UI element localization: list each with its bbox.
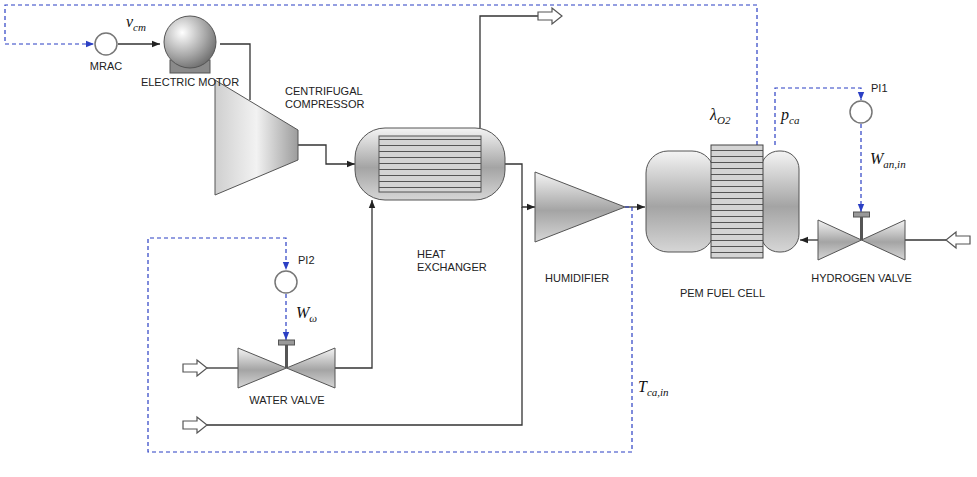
node-outline: [160, 14, 220, 74]
label-holder: λO2: [710, 106, 730, 129]
component-label: HEAT EXCHANGER: [417, 248, 505, 274]
node-outline: [535, 172, 625, 242]
humidifier-node: HUMIDIFIER: [535, 172, 625, 242]
component-label: PEM FUEL CELL: [645, 287, 800, 300]
node-outline: [94, 32, 118, 56]
exhaust-pipe: [480, 16, 538, 128]
pipe-lines: [207, 16, 946, 425]
motor-node: ELECTRIC MOTOR: [160, 14, 220, 74]
controller-circle: PI2: [274, 270, 298, 294]
controller-circle: [850, 101, 872, 123]
node-outline: [849, 100, 873, 124]
label-holder: HYDROGEN VALVE: [806, 272, 917, 285]
controller-circle: PI1: [849, 100, 873, 124]
label-holder: ELECTRIC MOTOR: [132, 76, 248, 89]
signal-line: [285, 294, 286, 340]
label-holder: WATER VALVE: [232, 394, 342, 407]
outlet-arrow: [538, 8, 562, 24]
heat-exchanger-symbol: [355, 128, 505, 200]
inlet-arrow: [946, 232, 970, 248]
component-label: MRAC: [80, 60, 132, 73]
signal-name: vcm: [126, 13, 146, 36]
fuel-cell-symbol: [646, 145, 799, 258]
motor-symbol: [164, 16, 216, 73]
component-label: CENTRIFUGAL COMPRESSOR: [285, 85, 390, 111]
node-outline: [645, 145, 800, 258]
signal-name: λO2: [710, 106, 730, 129]
label-holder: Tca,in: [638, 378, 669, 401]
air-bypass-pipe: [207, 207, 522, 425]
flow-line: [298, 145, 355, 164]
controller-circle: [95, 33, 117, 55]
water-inlet-pipe: [207, 367, 238, 368]
node-outline: [355, 128, 505, 200]
label-holder: PI1: [871, 82, 911, 95]
signal-line: [148, 207, 632, 452]
signal-name: Wan,in: [870, 150, 906, 173]
signal-line: [860, 124, 861, 212]
fuel-cell-node: PEM FUEL CELL: [645, 145, 800, 258]
flow-line: [800, 239, 818, 240]
label-holder: CENTRIFUGAL COMPRESSOR: [285, 85, 390, 111]
valve-symbol: [238, 340, 335, 388]
signal-line: [5, 5, 757, 145]
signal-name: Wω: [296, 304, 317, 327]
label-holder: MRAC: [80, 60, 132, 73]
flow-arrows: [183, 8, 970, 433]
label-holder: PI2: [298, 254, 338, 267]
controller-circle: [275, 271, 297, 293]
label-holder: HEAT EXCHANGER: [417, 248, 505, 274]
valve-node: WATER VALVE: [238, 340, 335, 388]
label-holder: vcm: [126, 13, 146, 36]
humidifier-symbol: [535, 172, 625, 242]
label-holder: HUMIDIFIER: [545, 272, 630, 285]
label-holder: Wan,in: [870, 150, 906, 173]
heat-exchanger-node: HEAT EXCHANGER: [355, 128, 505, 200]
component-label: HUMIDIFIER: [545, 272, 630, 285]
compressor-node: CENTRIFUGAL COMPRESSOR: [215, 80, 298, 195]
controller-circle: MRAC: [94, 32, 118, 56]
valve-node: HYDROGEN VALVE: [818, 212, 905, 260]
node-outline: [274, 270, 298, 294]
node-outline: [215, 80, 298, 195]
signal-name: pca: [781, 106, 799, 129]
label-holder: PEM FUEL CELL: [645, 287, 800, 300]
flow-line: [118, 43, 160, 44]
hydrogen-inlet-pipe: [905, 239, 946, 240]
compressor-symbol: [215, 80, 298, 195]
component-label: PI1: [871, 82, 911, 95]
signal-line: [775, 88, 861, 145]
valve-symbol: [818, 212, 905, 260]
node-outline: [238, 340, 335, 388]
flow-line: [505, 164, 535, 207]
component-label: WATER VALVE: [232, 394, 342, 407]
component-label: ELECTRIC MOTOR: [132, 76, 248, 89]
inlet-arrow: [183, 417, 207, 433]
signal-name: Tca,in: [638, 378, 669, 401]
inlet-arrow: [183, 360, 207, 376]
label-holder: Wω: [296, 304, 317, 327]
component-label: HYDROGEN VALVE: [806, 272, 917, 285]
flow-line: [335, 200, 372, 368]
component-label: PI2: [298, 254, 338, 267]
node-outline: [818, 212, 905, 260]
label-holder: pca: [781, 106, 799, 129]
